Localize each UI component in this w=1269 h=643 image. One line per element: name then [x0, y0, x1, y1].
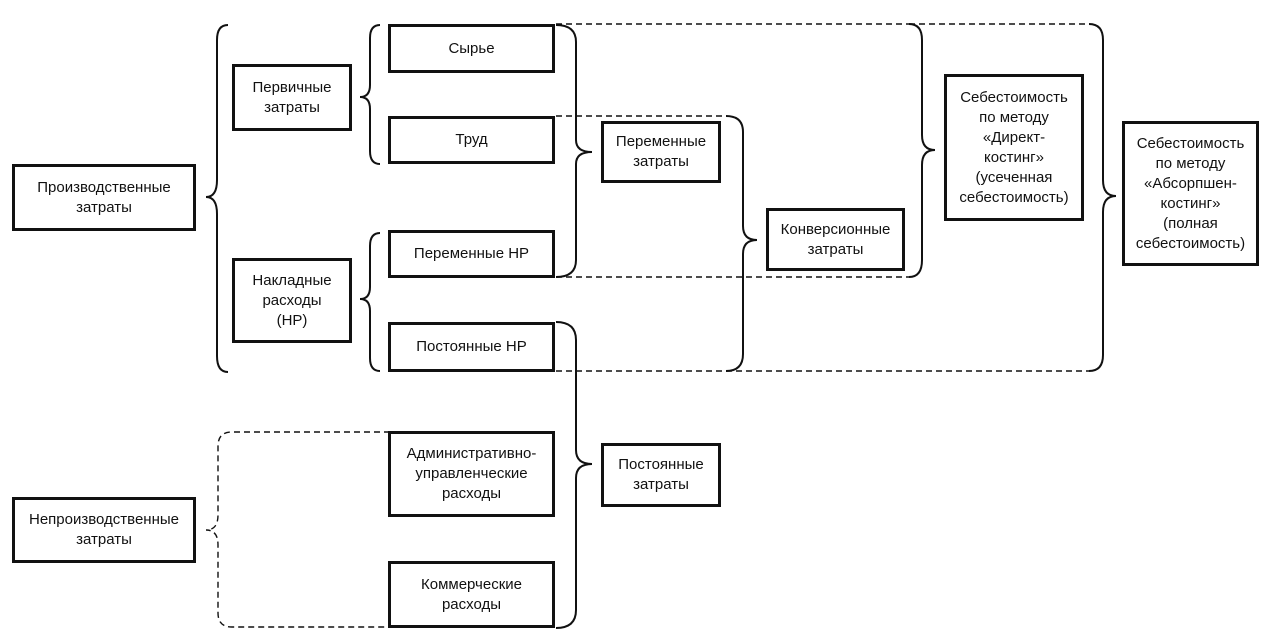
nonproduction-costs-box: Непроизводственные затраты [12, 497, 196, 563]
variable-overhead-box: Переменные НР [388, 230, 555, 278]
brace-fixed-costs [555, 321, 593, 629]
primary-costs-box: Первичные затраты [232, 64, 352, 131]
admin-expenses-box: Административно- управленческие расходы [388, 431, 555, 517]
overhead-box: Накладные расходы (НР) [232, 258, 352, 343]
brace-conversion [725, 115, 758, 372]
absorption-costing-box: Себестоимость по методу «Абсорпшен- кост… [1122, 121, 1259, 266]
brace-absorption [1088, 23, 1117, 372]
direct-costing-box: Себестоимость по методу «Директ- костинг… [944, 74, 1084, 221]
brace-direct-costing [908, 23, 936, 278]
variable-costs-box: Переменные затраты [601, 121, 721, 183]
conversion-costs-box: Конверсионные затраты [766, 208, 905, 271]
brace-production [205, 24, 229, 373]
fixed-costs-box: Постоянные затраты [601, 443, 721, 507]
brace-variable-costs [555, 24, 593, 278]
commercial-expenses-box: Коммерческие расходы [388, 561, 555, 628]
dashed-brace-nonproduction [205, 431, 390, 628]
labor-box: Труд [388, 116, 555, 164]
brace-primary [359, 24, 381, 165]
production-costs-box: Производственные затраты [12, 164, 196, 231]
fixed-overhead-box: Постоянные НР [388, 322, 555, 372]
brace-overhead [359, 232, 381, 372]
raw-materials-box: Сырье [388, 24, 555, 73]
